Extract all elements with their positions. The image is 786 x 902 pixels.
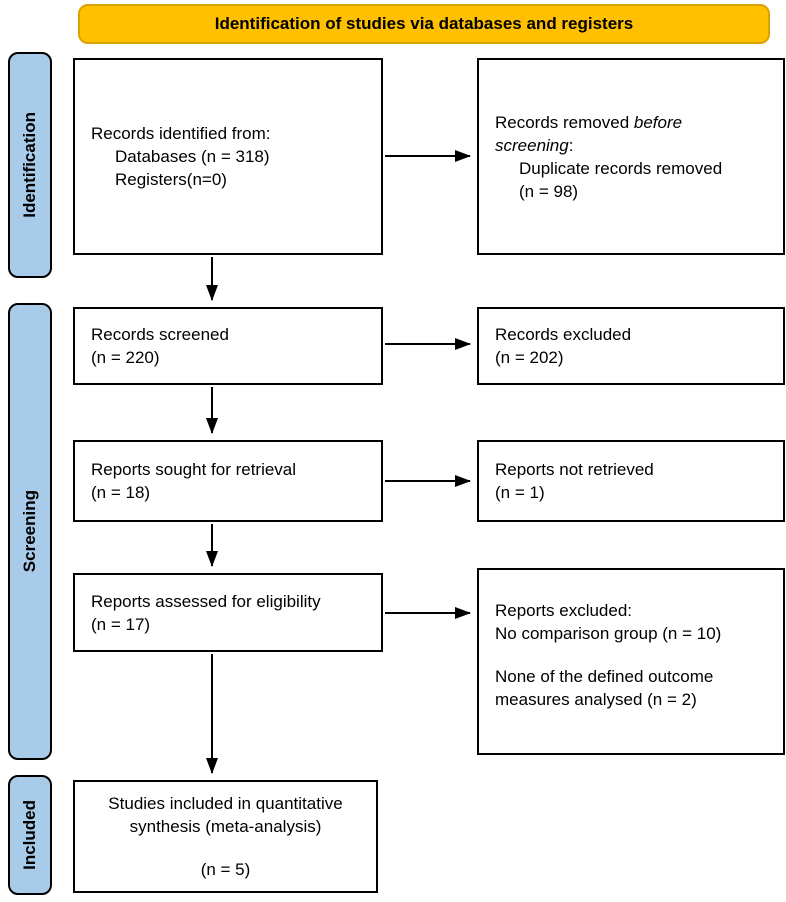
reports-not-retrieved-line: Reports not retrieved — [495, 460, 654, 479]
header-title: Identification of studies via databases … — [214, 14, 634, 33]
reports-excluded-reason1: No comparison group (n = 10) — [495, 623, 722, 643]
reports-assessed-count: (n = 17) — [91, 614, 151, 634]
records-removed-line1: Records removed before — [495, 111, 767, 134]
box-reports-sought: Reports sought for retrieval (n = 18) — [73, 440, 383, 522]
studies-included-count: (n = 5) — [200, 860, 251, 879]
header-banner: Identification of studies via databases … — [78, 4, 770, 44]
records-removed-colon: : — [568, 135, 574, 155]
box-studies-included: Studies included in quantitative synthes… — [73, 780, 378, 893]
records-identified-databases: Databases (n = 318) — [115, 147, 270, 166]
records-removed-text: Records removed — [495, 112, 634, 132]
stage-identification-label: Identification — [20, 112, 39, 218]
records-excluded-count: (n = 202) — [495, 348, 564, 367]
stage-screening-label: Screening — [20, 490, 39, 573]
records-removed-italic2: screening — [495, 135, 569, 155]
stage-identification: Identification — [8, 52, 52, 278]
box-records-removed: Records removed before screening: Duplic… — [477, 58, 785, 255]
reports-excluded-reason2a: None of the defined outcome — [495, 666, 714, 686]
stage-screening: Screening — [8, 303, 52, 760]
box-reports-not-retrieved: Reports not retrieved (n = 1) — [477, 440, 785, 522]
records-identified-registers: Registers(n=0) — [115, 170, 227, 189]
box-records-excluded: Records excluded (n = 202) — [477, 307, 785, 385]
records-removed-italic1: before — [633, 112, 683, 132]
box-records-screened: Records screened (n = 220) — [73, 307, 383, 385]
records-excluded-line: Records excluded — [495, 325, 632, 344]
reports-sought-count: (n = 18) — [91, 483, 151, 502]
reports-not-retrieved-count: (n = 1) — [495, 483, 545, 502]
box-reports-assessed: Reports assessed for eligibility (n = 17… — [73, 573, 383, 652]
records-identified-line: Records identified from: — [91, 124, 271, 143]
records-removed-duplicates: Duplicate records removed — [519, 158, 723, 178]
records-removed-count: (n = 98) — [519, 181, 579, 201]
records-removed-line2: screening: — [495, 134, 767, 157]
stage-included: Included — [8, 775, 52, 895]
reports-sought-line: Reports sought for retrieval — [91, 460, 297, 479]
box-records-identified: Records identified from: Databases (n = … — [73, 58, 383, 255]
records-screened-line: Records screened — [91, 325, 229, 344]
studies-included-line2: synthesis (meta-analysis) — [129, 817, 322, 836]
reports-excluded-title: Reports excluded: — [495, 600, 633, 620]
reports-assessed-line: Reports assessed for eligibility — [91, 591, 321, 611]
studies-included-line1: Studies included in quantitative — [108, 794, 343, 813]
box-reports-excluded: Reports excluded: No comparison group (n… — [477, 568, 785, 755]
stage-included-label: Included — [20, 800, 39, 870]
reports-excluded-reason2b: measures analysed (n = 2) — [495, 689, 697, 709]
records-screened-count: (n = 220) — [91, 348, 160, 367]
